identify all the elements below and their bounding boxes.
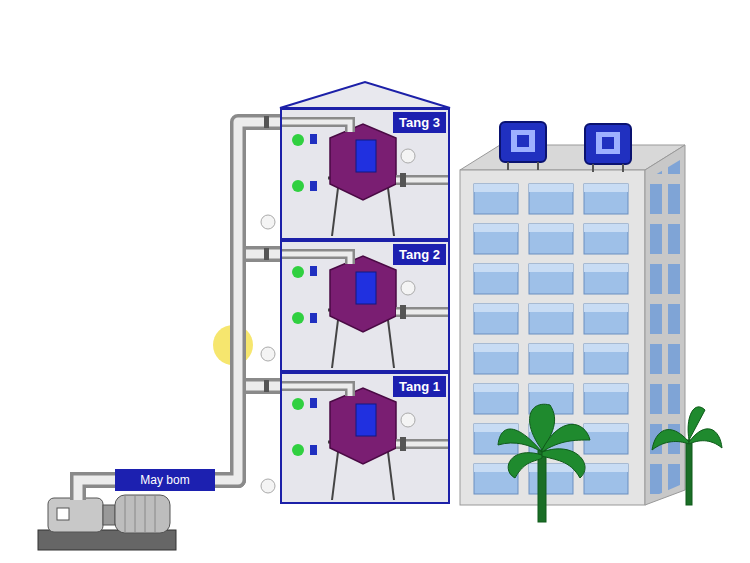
roof-tank	[585, 124, 631, 172]
tank	[282, 254, 448, 368]
floor-label: Tang 2	[393, 244, 446, 265]
tree	[498, 404, 722, 522]
water-pipe	[215, 248, 280, 480]
roof-tank	[500, 122, 546, 170]
pump-name: May bom	[140, 473, 189, 487]
tank	[282, 386, 448, 500]
floor-label: Tang 3	[393, 112, 446, 133]
floor-box: Tang 2	[280, 240, 450, 372]
pump	[38, 495, 176, 550]
tank	[282, 122, 448, 236]
floor-label: Tang 1	[393, 376, 446, 397]
pump-label: May bom	[115, 469, 215, 491]
floor-box: Tang 1	[280, 372, 450, 504]
floor-box: Tang 3	[280, 108, 450, 240]
water-pipe	[215, 116, 280, 480]
